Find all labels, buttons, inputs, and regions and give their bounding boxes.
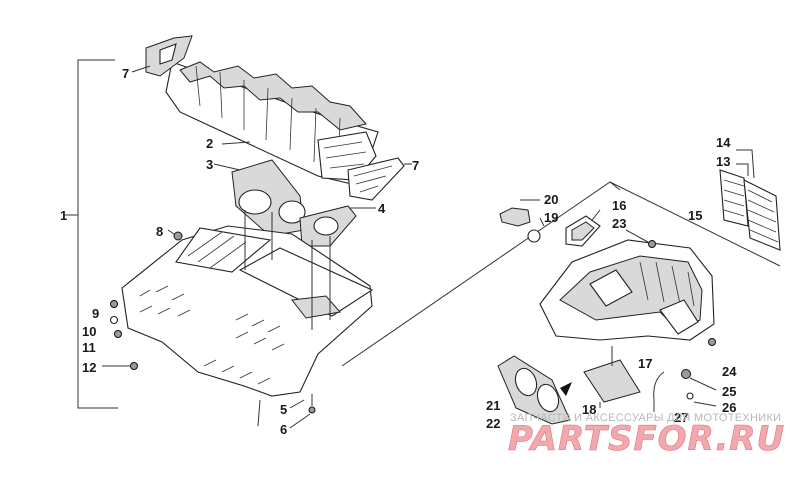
elbow-fitting [499,199,545,243]
callout-15: 15 [688,208,702,223]
callout-2: 2 [206,136,213,151]
callout-6: 6 [280,422,287,437]
assembly-1-bracket [64,59,118,409]
callout-12: 12 [82,360,96,375]
callout-4: 4 [378,201,386,216]
callout-18: 18 [582,402,596,417]
intake-flange-4 [299,205,376,247]
callout-7a: 7 [122,66,129,81]
hardware-right [625,229,717,412]
callout-9: 9 [92,306,99,321]
gasket-7-upper [131,35,193,77]
callout-3: 3 [206,157,213,172]
callout-16: 16 [612,198,626,213]
intake-boot [213,159,306,237]
callout-19: 19 [544,210,558,225]
watermark-subtitle: ЗАПЧАСТИ И АКСЕССУАРЫ ДЛЯ МОТОТЕХНИКИ [510,412,781,424]
callout-22: 22 [486,416,500,431]
airbox-tray [121,210,374,397]
callout-7b: 7 [412,158,419,173]
callout-17: 17 [638,356,652,371]
panel-18 [583,346,641,408]
callout-11: 11 [82,340,96,355]
intake-duct [165,61,379,187]
airbox-housing [539,181,715,341]
seal-16 [565,209,601,247]
callout-27: 27 [674,410,688,425]
callout-20: 20 [544,192,558,207]
watermark: ЗАПЧАСТИ И АКСЕССУАРЫ ДЛЯ МОТОТЕХНИКИ PA… [508,412,785,459]
callout-14: 14 [716,135,731,150]
callout-8: 8 [156,224,163,239]
hardware-left [102,229,316,429]
leader-lines [221,141,261,427]
callout-21: 21 [486,398,500,413]
callout-labels: 1 2 3 4 5 6 7 7 8 9 10 11 12 13 14 15 16… [60,66,737,437]
watermark-brand: PARTSFOR.RU [508,419,785,459]
callout-25: 25 [722,384,736,399]
callout-13: 13 [716,154,730,169]
callout-24: 24 [722,364,737,379]
air-filter [719,149,781,251]
callout-10: 10 [82,324,96,339]
callout-23: 23 [612,216,626,231]
callout-5: 5 [280,402,287,417]
callout-26: 26 [722,400,736,415]
assembly-connector [341,181,781,367]
intake-cover [497,355,572,425]
gasket-7-right [347,157,412,201]
callout-1: 1 [60,208,67,223]
